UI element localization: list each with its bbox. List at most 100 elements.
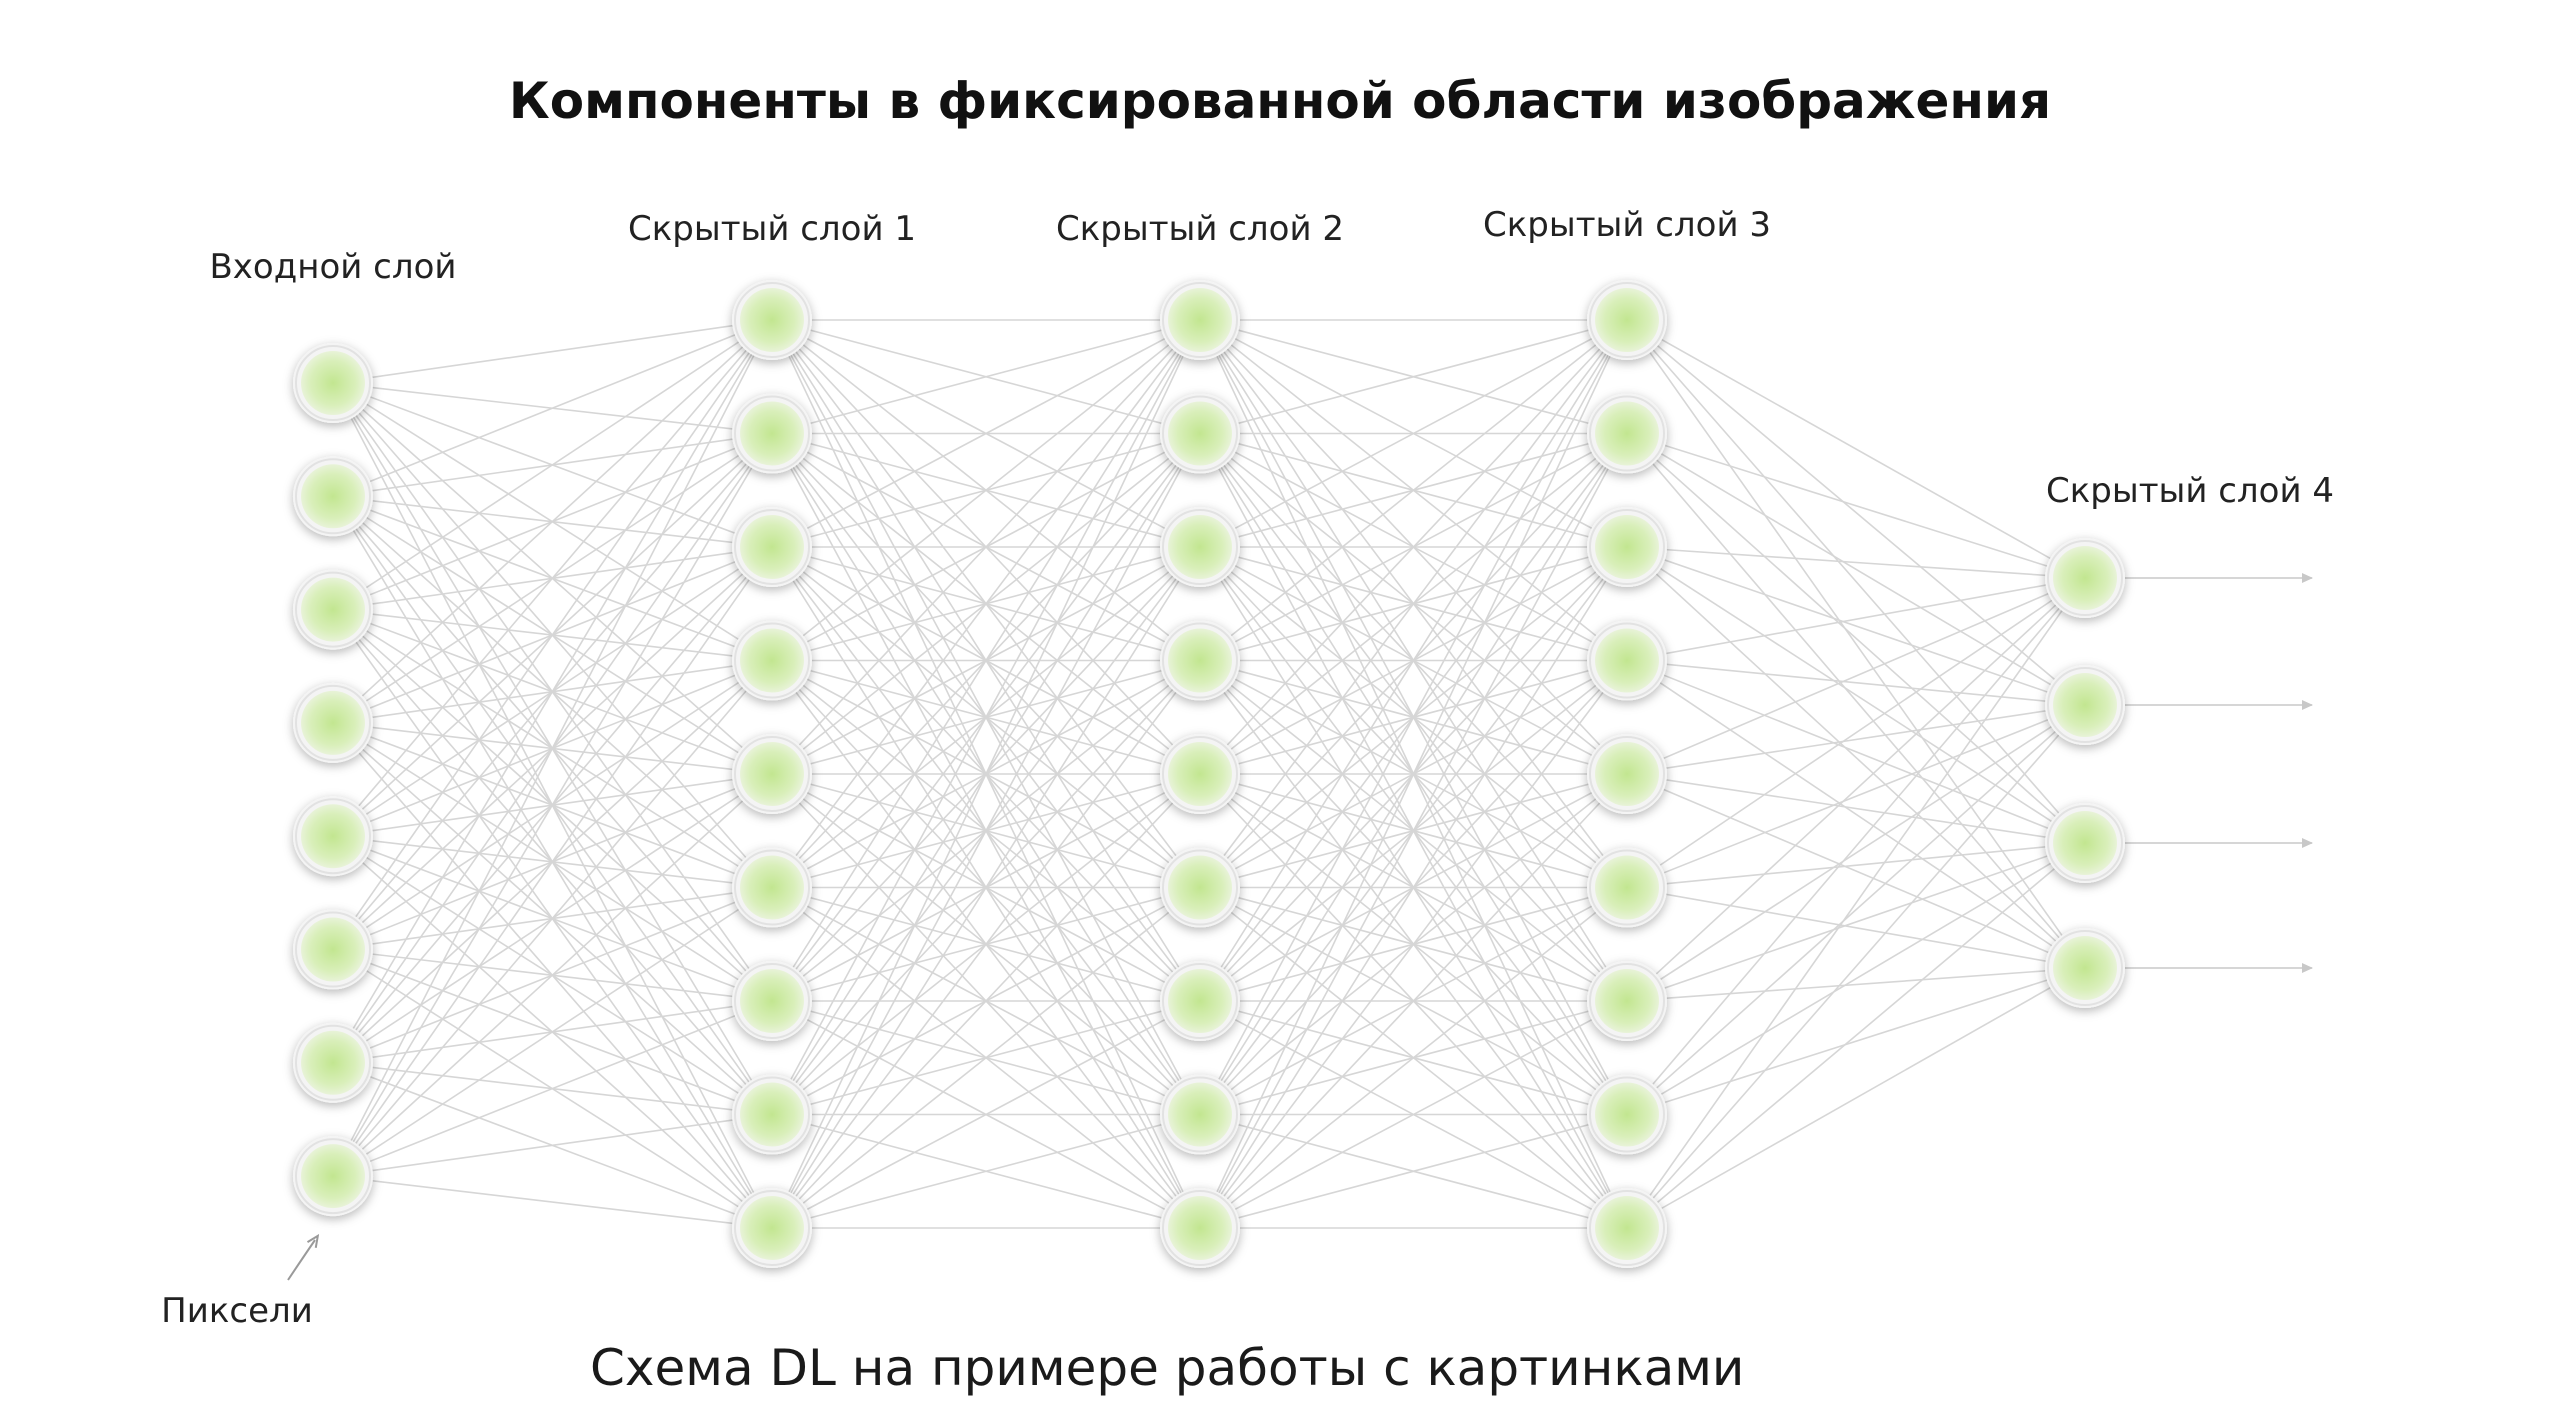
connection-line (771, 1000, 1201, 1229)
neurons (293, 280, 2125, 1268)
connection-line (1199, 1000, 1628, 1229)
connection-line (1626, 842, 2086, 1002)
connection-line (1626, 432, 2086, 844)
layer-label-hidden-4: Скрытый слой 4 (2046, 471, 2334, 511)
hidden-neuron (1587, 1074, 1667, 1155)
connection-line (1626, 842, 2086, 1229)
connection-line (771, 319, 1201, 888)
connection-line (771, 433, 1201, 1229)
hidden-neuron (1587, 1188, 1667, 1268)
connection-line (332, 886, 773, 1177)
connection-line (1199, 433, 1628, 1229)
connection-line (1626, 319, 2086, 706)
hidden-neuron (732, 507, 812, 587)
layer-label-hidden-1: Скрытый слой 1 (628, 209, 916, 249)
connection-line (1626, 842, 2086, 1116)
connection-line (1626, 773, 2086, 844)
connection-line (332, 319, 773, 950)
connection-line (1626, 967, 2086, 1002)
input-neuron (293, 909, 373, 990)
hidden-neuron (1587, 961, 1667, 1041)
connection-line (332, 319, 773, 837)
connection-line (1626, 704, 2086, 1229)
input-neuron (293, 456, 373, 537)
hidden-neuron (732, 1074, 812, 1155)
connection-line (1199, 886, 1628, 1229)
connection-line (1626, 577, 2086, 1229)
connection-line (1626, 577, 2086, 1002)
connection-line (1199, 319, 1628, 662)
connection-line (1626, 577, 2086, 1116)
hidden-neuron (2045, 665, 2125, 745)
connection-line (771, 319, 1201, 435)
output-arrows (2125, 573, 2313, 973)
connection-line (1626, 704, 2086, 1002)
connection-line (1626, 704, 2086, 889)
connection-line (1626, 577, 2086, 662)
connection-line (1626, 967, 2086, 1116)
hidden-neuron (1160, 507, 1240, 587)
connection-line (771, 319, 1201, 775)
connection-line (1199, 319, 1628, 435)
connection-line (771, 319, 1201, 1002)
connection-line (1199, 319, 1628, 548)
layer-label-input: Входной слой (209, 247, 456, 287)
hidden-neuron (1587, 734, 1667, 814)
connection-line (771, 319, 1201, 1229)
connection-line (1626, 432, 2086, 969)
connection-line (1626, 659, 2086, 706)
hidden-neuron (732, 961, 812, 1041)
connection-line (1626, 319, 2086, 969)
connection-line (771, 660, 1201, 1229)
connection-line (771, 773, 1201, 1229)
hidden-neuron (732, 393, 812, 474)
hidden-neuron (1587, 620, 1667, 701)
connection-line (1199, 319, 1628, 775)
connection-line (332, 319, 773, 384)
connection-line (771, 546, 1201, 1229)
connection-line (1626, 546, 2086, 579)
connection-line (1199, 773, 1628, 1229)
layer-label-hidden-2: Скрытый слой 2 (1056, 209, 1344, 249)
connection-line (332, 546, 773, 1177)
hidden-neuron (732, 734, 812, 814)
connection-line (771, 886, 1201, 1229)
connection-line (1199, 319, 1628, 1002)
connection-line (332, 773, 773, 1177)
connection-lines (332, 319, 2086, 1229)
hidden-neuron (1160, 847, 1240, 928)
connection-line (1626, 432, 2086, 706)
connection-line (332, 433, 773, 1177)
connection-line (771, 1113, 1201, 1229)
connection-line (771, 319, 1201, 1115)
connection-line (771, 319, 1201, 548)
hidden-neuron (2045, 538, 2125, 618)
connection-line (1199, 319, 1628, 888)
diagram-caption: Схема DL на примере работы с картинками (590, 1339, 1744, 1397)
input-neuron (293, 1022, 373, 1103)
connection-line (1626, 577, 2086, 889)
hidden-neuron (1587, 393, 1667, 474)
connection-line (1626, 773, 2086, 969)
connection-line (1626, 967, 2086, 1229)
connection-line (332, 319, 773, 1064)
connection-line (1626, 704, 2086, 775)
hidden-neuron (2045, 928, 2125, 1008)
input-neuron (293, 569, 373, 650)
connection-line (332, 1000, 773, 1177)
hidden-neuron (732, 847, 812, 928)
connection-line (332, 319, 773, 724)
hidden-neuron (732, 1188, 812, 1268)
connection-line (332, 319, 773, 498)
connection-line (332, 659, 773, 1177)
pixels-label: Пиксели (161, 1291, 313, 1331)
input-neuron (293, 796, 373, 877)
connection-line (1199, 546, 1628, 1229)
hidden-neuron (1587, 507, 1667, 587)
hidden-neuron (1587, 847, 1667, 928)
hidden-neuron (1160, 1074, 1240, 1155)
connection-line (1626, 546, 2086, 844)
connection-line (332, 1113, 773, 1177)
pixels-pointer-arrow (287, 1240, 315, 1281)
